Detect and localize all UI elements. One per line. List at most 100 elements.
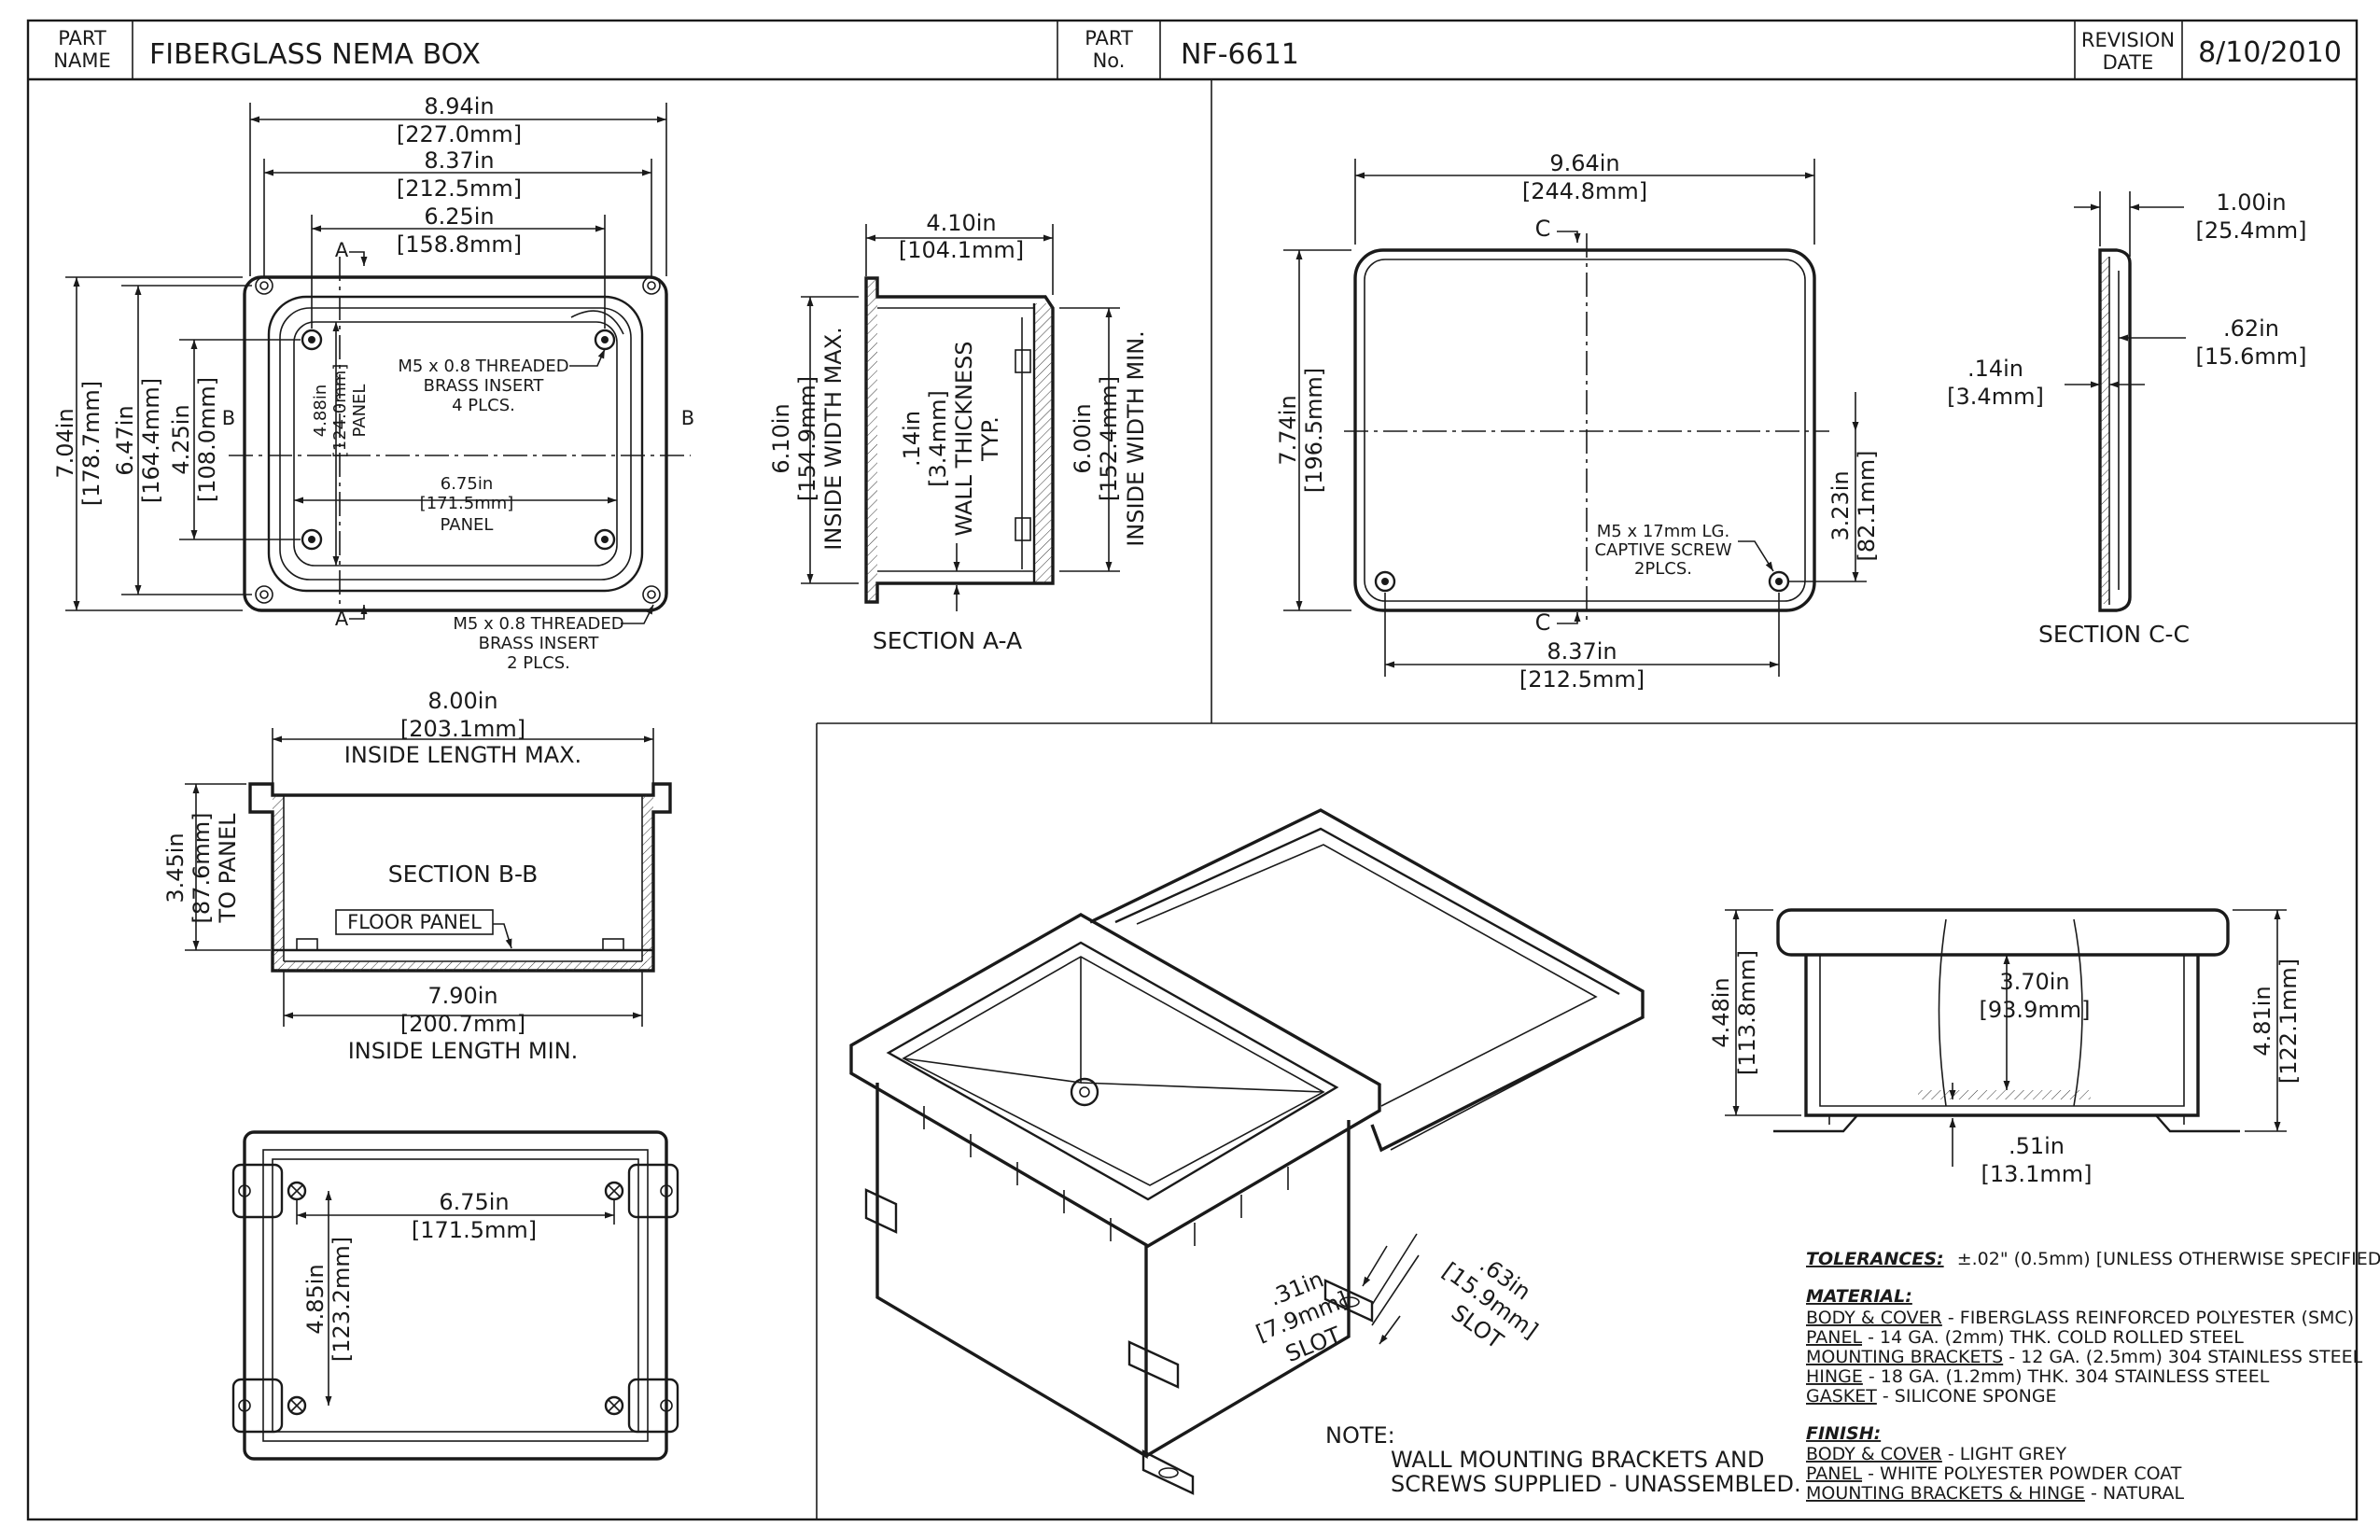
finish-item-name: BODY & COVER	[1806, 1444, 1942, 1464]
finish-item: MOUNTING BRACKETS & HINGE - NATURAL	[1806, 1483, 2185, 1504]
cc-dim-depth-mm: [25.4mm]	[2196, 217, 2307, 244]
aa-dim-top: 4.10in	[926, 210, 996, 236]
dim-mount-width-mm: [212.5mm]	[397, 175, 522, 202]
dim-panel-width-label: PANEL	[441, 515, 494, 535]
bb-dim-bottom: 7.90in	[427, 983, 497, 1009]
bb-dim-panel-mm: [87.6mm]	[189, 813, 215, 924]
note-screw-line-1: M5 x 17mm LG.	[1597, 522, 1729, 541]
cover-dim-screw-height: 3.23in	[1827, 470, 1854, 540]
dim-panel-height-label: PANEL	[350, 385, 370, 438]
part-name-label-2: NAME	[53, 49, 110, 72]
material-item-value: - 12 GA. (2.5mm) 304 STAINLESS STEEL	[2003, 1347, 2362, 1367]
side-dim-height-right-mm: [122.1mm]	[2275, 959, 2302, 1084]
brass-insert-icon	[301, 329, 616, 551]
material-item-name: BODY & COVER	[1806, 1308, 1942, 1328]
dim-overall-height-mm: [178.7mm]	[78, 381, 105, 506]
bb-dim-panel-label: TO PANEL	[215, 813, 241, 924]
section-a-marker-bottom: A	[335, 608, 349, 630]
material-item-name: MOUNTING BRACKETS	[1806, 1347, 2003, 1367]
bb-dim-bottom-mm: [200.7mm]	[400, 1011, 525, 1037]
finish-item-value: - LIGHT GREY	[1942, 1444, 2067, 1464]
material-item-name: HINGE	[1806, 1366, 1863, 1387]
side-dim-width: 3.70in	[1999, 969, 2069, 995]
section-a-a: 4.10in [104.1mm] 6.10in [154.9mm] INSIDE…	[768, 210, 1149, 654]
material-item-name: PANEL	[1806, 1327, 1862, 1348]
side-dim-width-mm: [93.9mm]	[1980, 997, 2091, 1023]
cc-dim-wall-mm: [3.4mm]	[1947, 384, 2044, 410]
note-insert-4-line-2: BRASS INSERT	[424, 376, 545, 396]
material-item: PANEL - 14 GA. (2mm) THK. COLD ROLLED ST…	[1806, 1327, 2244, 1348]
part-no-label-1: PART	[1085, 27, 1133, 49]
dim-insert-height: 4.25in	[168, 404, 194, 474]
section-b-marker-right: B	[681, 407, 694, 429]
bb-dim-top-label: INSIDE LENGTH MAX.	[344, 742, 581, 768]
section-aa-title: SECTION A-A	[873, 627, 1022, 654]
material-item: HINGE - 18 GA. (1.2mm) THK. 304 STAINLES…	[1806, 1366, 2270, 1387]
dim-panel-width: 6.75in	[441, 474, 494, 494]
section-c-marker-top: C	[1535, 216, 1551, 242]
dim-overall-width: 8.94in	[424, 93, 494, 119]
cc-dim-depth: 1.00in	[2216, 189, 2286, 216]
back-dim-width: 6.75in	[439, 1189, 509, 1215]
finish-item-value: - WHITE POLYESTER POWDER COAT	[1862, 1463, 2182, 1484]
aa-dim-max-mm: [154.9mm]	[794, 376, 820, 501]
bb-dim-bottom-label: INSIDE LENGTH MIN.	[348, 1038, 579, 1064]
part-no-label-2: No.	[1093, 49, 1126, 72]
section-c-c: 1.00in [25.4mm] .62in [15.6mm] .14in [3.…	[1947, 189, 2306, 648]
material-item-value: - 14 GA. (2mm) THK. COLD ROLLED STEEL	[1862, 1327, 2244, 1348]
note-screw-line-2: CAPTIVE SCREW	[1594, 540, 1731, 560]
cc-dim-lip-mm: [15.6mm]	[2196, 343, 2307, 370]
dim-panel-width-mm: [171.5mm]	[420, 494, 514, 513]
finish-label: FINISH:	[1806, 1423, 1881, 1444]
material-list: BODY & COVER - FIBERGLASS REINFORCED POL…	[1806, 1308, 2363, 1407]
cc-dim-lip: .62in	[2223, 315, 2279, 342]
aa-dim-wall-typ: TYP.	[977, 416, 1003, 462]
mounting-bracket-icon	[231, 1163, 679, 1434]
cover-view: C C 9.64in [244.8mm] 7.74in [196.5mm] 8.…	[1275, 150, 1880, 693]
cover-dim-height: 7.74in	[1275, 395, 1301, 465]
aa-dim-wall-mm: [3.4mm]	[925, 390, 951, 487]
section-b-b: 8.00in [203.1mm] INSIDE LENGTH MAX. 7.90…	[162, 688, 672, 1064]
bb-dim-top-mm: [203.1mm]	[400, 716, 525, 742]
tolerances-label: TOLERANCES:	[1806, 1249, 1944, 1269]
front-view: A A B B 8.94in [227.0mm] 8.37in [212.5mm…	[52, 93, 694, 673]
cover-dim-screw-spacing: 8.37in	[1547, 638, 1617, 665]
material-item: BODY & COVER - FIBERGLASS REINFORCED POL…	[1806, 1308, 2354, 1328]
side-dim-height-right: 4.81in	[2249, 986, 2275, 1056]
note-insert-2-line-2: BRASS INSERT	[479, 634, 600, 653]
back-dim-height: 4.85in	[302, 1264, 329, 1334]
section-a-marker-top: A	[335, 239, 349, 261]
note-line-1: WALL MOUNTING BRACKETS AND	[1391, 1447, 1764, 1473]
dim-panel-height: 4.88in	[311, 385, 330, 438]
aa-dim-min-label: INSIDE WIDTH MIN.	[1123, 330, 1149, 547]
back-dim-height-mm: [123.2mm]	[329, 1237, 355, 1362]
side-dim-height-left: 4.48in	[1708, 977, 1734, 1047]
part-name: FIBERGLASS NEMA BOX	[149, 38, 481, 71]
material-item-value: - 18 GA. (1.2mm) THK. 304 STAINLESS STEE…	[1863, 1366, 2270, 1387]
cc-dim-wall: .14in	[1967, 356, 2023, 382]
dim-mount-height: 6.47in	[112, 405, 138, 475]
svg-text:TOLERANCES: ±.02" (0.5mm: TOLERANCES: ±.02" (0.5mm) [UNLESS OTHERW…	[1806, 1249, 2380, 1269]
cover-dim-screw-height-mm: [82.1mm]	[1854, 451, 1880, 562]
note-insert-2-line-3: 2 PLCS.	[507, 653, 570, 673]
cover-dim-width: 9.64in	[1549, 150, 1619, 176]
side-dim-height-left-mm: [113.8mm]	[1734, 950, 1760, 1075]
material-item-name: GASKET	[1806, 1386, 1877, 1407]
cover-dim-width-mm: [244.8mm]	[1522, 178, 1647, 204]
side-dim-flange-mm: [13.1mm]	[1981, 1161, 2093, 1187]
dim-mount-width: 8.37in	[424, 147, 494, 174]
tolerances-value: ±.02" (0.5mm) [UNLESS OTHERWISE SPECIFIE…	[1957, 1249, 2380, 1269]
part-name-label-1: PART	[58, 27, 106, 49]
dim-panel-height-mm: [124.0mm]	[330, 364, 350, 458]
back-dim-width-mm: [171.5mm]	[412, 1217, 537, 1243]
aa-dim-min-mm: [152.4mm]	[1096, 376, 1122, 501]
aa-dim-wall: .14in	[899, 411, 925, 467]
note-line-2: SCREWS SUPPLIED - UNASSEMBLED.	[1391, 1471, 1801, 1497]
material-label: MATERIAL:	[1806, 1286, 1912, 1307]
revision-label-1: REVISION	[2081, 29, 2175, 51]
back-view: 6.75in [171.5mm] 4.85in [123.2mm]	[231, 1130, 679, 1461]
note-screw-line-3: 2PLCS.	[1634, 559, 1692, 579]
section-c-marker-bottom: C	[1535, 609, 1551, 636]
